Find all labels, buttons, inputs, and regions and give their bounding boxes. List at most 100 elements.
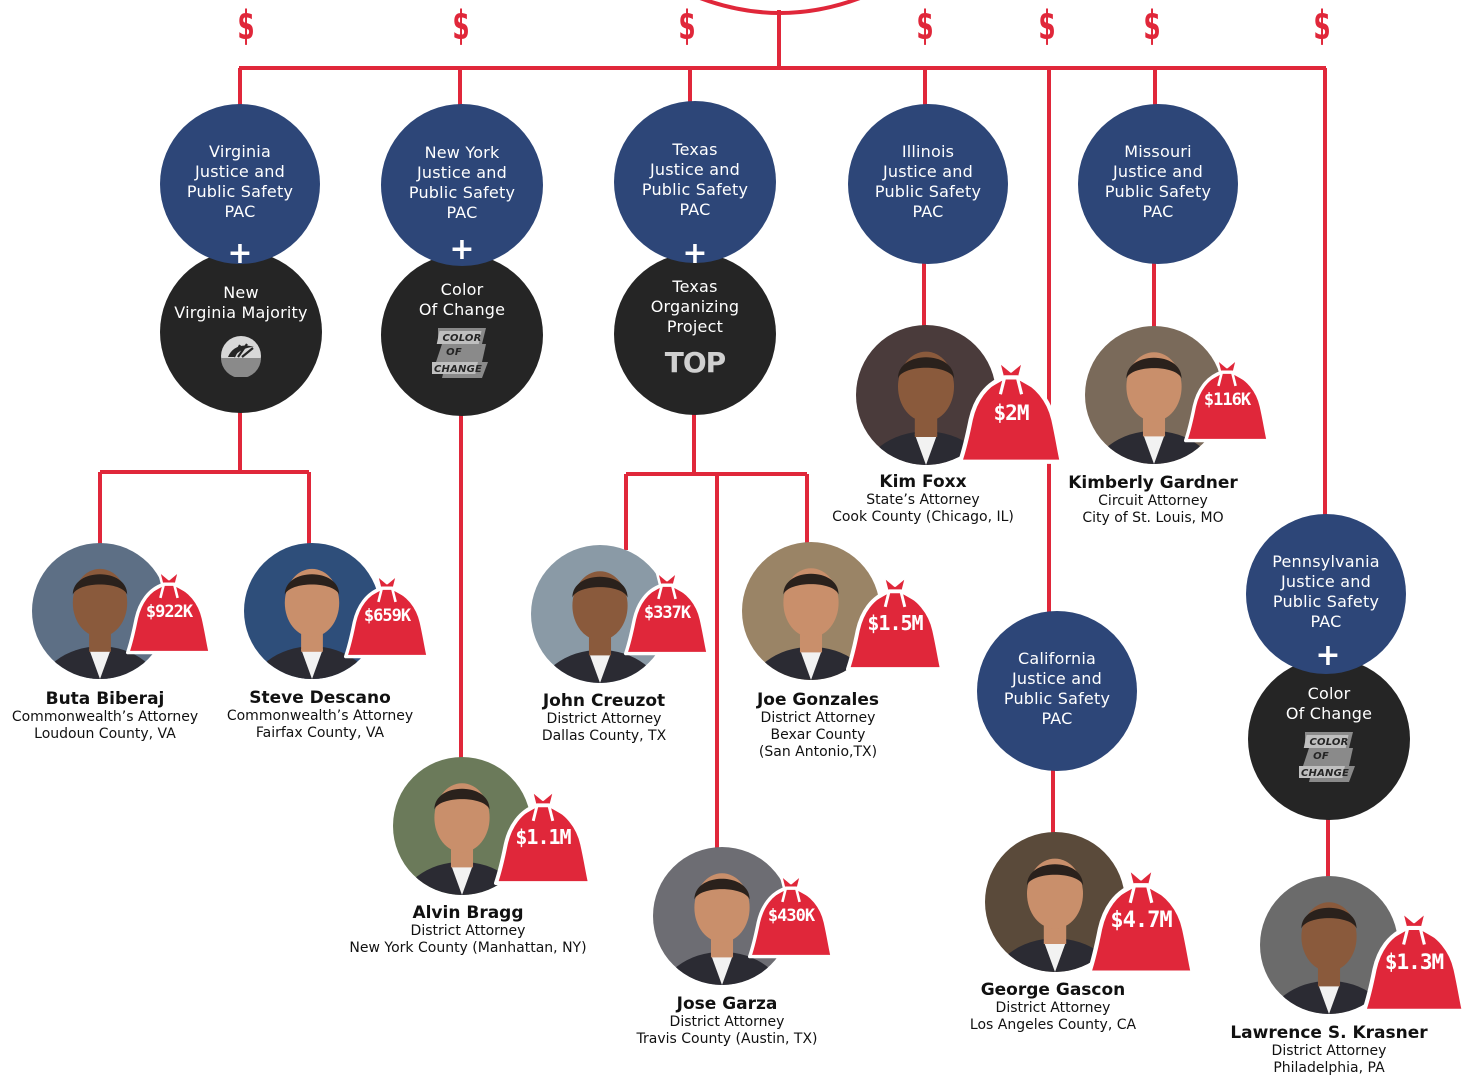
- person-label: Joe Gonzales District Attorney Bexar Cou…: [698, 691, 938, 761]
- portrait-icon: [393, 757, 531, 895]
- person-county: Bexar County (San Antonio,TX): [758, 727, 878, 760]
- pac-node-missouri: Missouri Justice and Public Safety PAC: [1078, 104, 1238, 264]
- logo-text: TOP: [665, 346, 726, 379]
- person-county: Travis County (Austin, TX): [636, 1031, 818, 1047]
- portrait-icon: [531, 545, 669, 683]
- org-name: Texas Organizing Project: [650, 277, 740, 336]
- logo-text: COLOR: [442, 333, 481, 344]
- portrait-icon: [653, 847, 791, 985]
- person-label: John Creuzot District Attorney Dallas Co…: [484, 692, 724, 745]
- person-role: District Attorney: [669, 1014, 785, 1030]
- org-name: Color Of Change: [418, 280, 506, 319]
- person-name: Kim Foxx: [879, 472, 967, 492]
- person-county: Los Angeles County, CA: [969, 1017, 1137, 1033]
- dollar-sign-icon: $: [1313, 3, 1331, 49]
- pac-node-illinois: Illinois Justice and Public Safety PAC: [848, 104, 1008, 264]
- plus-icon: +: [449, 232, 475, 267]
- person-photo: [244, 543, 380, 679]
- amount-label: $1.5M: [867, 611, 923, 635]
- person-county: Philadelphia, PA: [1273, 1060, 1385, 1076]
- color-of-change-logo-icon: COLOR OF CHANGE: [1299, 732, 1355, 782]
- amount-label: $4.7M: [1110, 908, 1172, 933]
- person-label: Buta Biberaj Commonwealth’s Attorney Lou…: [0, 690, 225, 743]
- person-name: Lawrence S. Krasner: [1230, 1023, 1428, 1043]
- logo-text: OF: [446, 347, 462, 358]
- portrait-icon: [985, 832, 1125, 972]
- org-node-new-virginia-majority: New Virginia Majority: [160, 251, 322, 413]
- new-virginia-majority-logo-icon: [221, 336, 261, 377]
- texas-organizing-project-logo-icon: TOP: [665, 346, 727, 379]
- person-county: New York County (Manhattan, NY): [349, 940, 587, 956]
- org-name: Color Of Change: [1285, 684, 1373, 723]
- dollar-sign-icon: $: [452, 3, 470, 49]
- person-photo: [985, 832, 1125, 972]
- logo-text: OF: [1313, 751, 1329, 762]
- pac-node-california: California Justice and Public Safety PAC: [977, 611, 1137, 771]
- person-county: Loudoun County, VA: [34, 726, 176, 742]
- money-bag-icon: $1.1M: [494, 780, 592, 887]
- pac-node-texas: Texas Justice and Public Safety PAC: [614, 101, 776, 263]
- money-bag-shape: [624, 570, 710, 656]
- person-role: District Attorney: [760, 710, 876, 726]
- person-label: Jose Garza District Attorney Travis Coun…: [607, 995, 847, 1048]
- money-bag-icon: $116K: [1184, 350, 1270, 444]
- person-role: District Attorney: [546, 711, 662, 727]
- money-bag-icon: $1.5M: [846, 566, 944, 673]
- person-role: District Attorney: [995, 1000, 1111, 1016]
- person-photo: [531, 545, 669, 683]
- pac-node-virginia: Virginia Justice and Public Safety PAC: [160, 104, 320, 264]
- amount-label: $337K: [643, 603, 691, 623]
- person-name: Kimberly Gardner: [1068, 473, 1238, 493]
- person-name: John Creuzot: [542, 691, 666, 711]
- portrait-icon: [856, 325, 996, 465]
- money-bag-shape: [958, 358, 1064, 464]
- person-role: Commonwealth’s Attorney: [226, 708, 414, 724]
- person-county: City of St. Louis, MO: [1082, 510, 1224, 526]
- money-bag-shape: [1184, 357, 1270, 443]
- amount-label: $116K: [1203, 390, 1251, 410]
- person-label: Alvin Bragg District Attorney New York C…: [348, 904, 588, 957]
- person-name: Steve Descano: [249, 688, 391, 708]
- money-bag-icon: $922K: [126, 562, 212, 656]
- person-photo: [1260, 876, 1398, 1014]
- logo-text: COLOR: [1309, 737, 1348, 748]
- person-county: Dallas County, TX: [541, 728, 667, 744]
- person-label: Kim Foxx State’s Attorney Cook County (C…: [803, 473, 1043, 526]
- plus-icon: +: [227, 236, 253, 271]
- plus-icon: +: [1315, 638, 1341, 673]
- person-name: Buta Biberaj: [45, 689, 165, 709]
- person-label: George Gascon District Attorney Los Ange…: [933, 981, 1173, 1034]
- plus-icon: +: [682, 236, 708, 271]
- amount-label: $2M: [993, 401, 1030, 425]
- money-bag-icon: $4.7M: [1087, 857, 1195, 977]
- money-bag-shape: [126, 569, 212, 655]
- person-label: Lawrence S. Krasner District Attorney Ph…: [1209, 1024, 1449, 1077]
- money-bag-icon: $337K: [624, 563, 710, 657]
- money-bag-icon: $1.3M: [1362, 901, 1466, 1015]
- money-bag-shape: [1362, 909, 1466, 1013]
- person-role: Commonwealth’s Attorney: [11, 709, 199, 725]
- amount-label: $430K: [767, 906, 815, 926]
- dollar-sign-icon: $: [916, 3, 934, 49]
- amount-label: $922K: [145, 602, 193, 622]
- person-role: Circuit Attorney: [1098, 493, 1208, 509]
- money-bag-icon: $659K: [344, 566, 430, 660]
- org-node-color-of-change: Color Of Change COLOR OF CHANGE: [1248, 658, 1410, 820]
- person-photo: [653, 847, 791, 985]
- person-label: Steve Descano Commonwealth’s Attorney Fa…: [200, 689, 440, 742]
- person-county: Fairfax County, VA: [255, 725, 385, 741]
- person-name: Joe Gonzales: [756, 690, 880, 710]
- person-photo: [856, 325, 996, 465]
- amount-label: $1.3M: [1384, 950, 1444, 974]
- dollar-sign-icon: $: [1038, 3, 1056, 49]
- person-photo: [393, 757, 531, 895]
- pac-node-pennsylvania: Pennsylvania Justice and Public Safety P…: [1246, 514, 1406, 674]
- money-bag-shape: [748, 873, 834, 959]
- money-bag-shape: [846, 574, 944, 672]
- amount-label: $1.1M: [515, 825, 571, 849]
- person-county: Cook County (Chicago, IL): [832, 509, 1014, 525]
- money-bag-icon: $2M: [958, 350, 1064, 466]
- pac-node-new-york: New York Justice and Public Safety PAC: [381, 104, 543, 266]
